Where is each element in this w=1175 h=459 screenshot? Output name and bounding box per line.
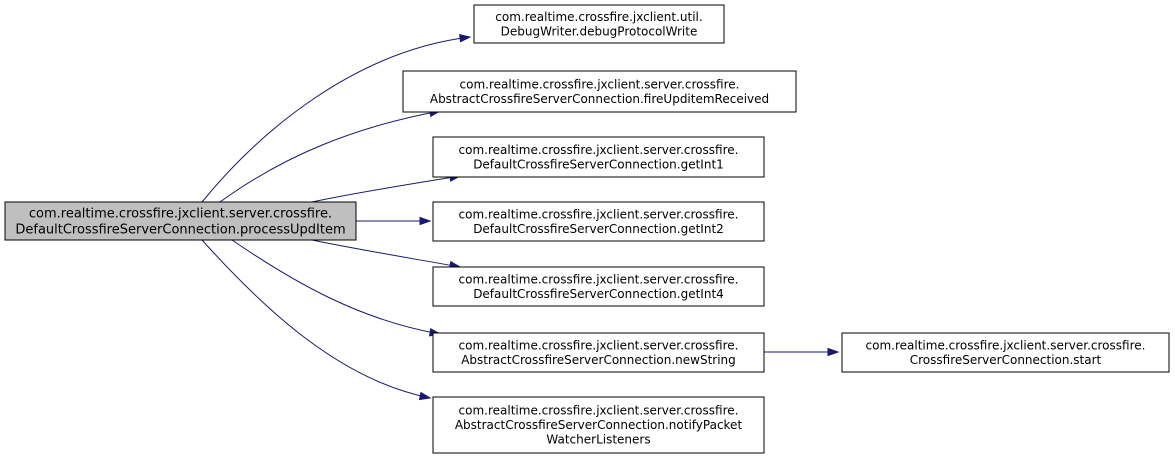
node-label-line: com.realtime.crossfire.jxclient.server.c… [29,206,332,221]
edge-line [311,175,461,203]
node-start[interactable]: com.realtime.crossfire.jxclient.server.c… [841,332,1170,373]
node-label-line: AbstractCrossfireServerConnection.fireUp… [430,92,769,106]
node-label-line: DefaultCrossfireServerConnection.process… [15,222,345,237]
node-box [473,4,725,44]
arrowhead-icon [459,33,472,43]
arrowhead-icon [419,216,432,226]
edge-line [311,239,461,268]
node-box [402,70,797,113]
node-box [432,396,765,454]
node-label-line: com.realtime.crossfire.jxclient.server.c… [459,143,739,157]
node-label-line: DebugWriter.debugProtocolWrite [501,24,698,38]
node-box [4,201,357,241]
edge-process-upd-item-to-fire-upditem-received [219,108,442,203]
node-label-line: CrossfireServerConnection.start [910,353,1102,367]
node-box [432,266,765,307]
node-get-int2[interactable]: com.realtime.crossfire.jxclient.server.c… [432,201,765,242]
node-box [432,332,765,373]
edge-process-upd-item-to-notify-packet-watcher-listeners [201,239,432,401]
node-label-line: com.realtime.crossfire.jxclient.server.c… [459,404,739,418]
edge-process-upd-item-to-get-int1 [311,173,462,203]
node-label-line: WatcherListeners [546,433,650,447]
node-label-line: com.realtime.crossfire.jxclient.server.c… [459,272,739,286]
node-get-int1[interactable]: com.realtime.crossfire.jxclient.server.c… [432,136,765,178]
node-label-line: DefaultCrossfireServerConnection.getInt1 [473,157,724,171]
node-box [432,136,765,178]
node-debug-protocol-write[interactable]: com.realtime.crossfire.jxclient.util.Deb… [473,4,725,44]
node-label-line: com.realtime.crossfire.jxclient.server.c… [866,338,1146,352]
node-label-line: DefaultCrossfireServerConnection.getInt4 [473,287,724,301]
node-box [432,201,765,242]
node-box [841,332,1170,373]
edge-process-upd-item-to-get-int2 [356,216,432,226]
node-notify-packet-watcher-listeners[interactable]: com.realtime.crossfire.jxclient.server.c… [432,396,765,454]
node-label-line: com.realtime.crossfire.jxclient.util. [495,10,702,24]
node-label-line: DefaultCrossfireServerConnection.getInt2 [473,222,724,236]
node-label-line: AbstractCrossfireServerConnection.newStr… [461,353,736,367]
edge-new-string-to-start [764,347,840,357]
edge-line [201,36,471,203]
call-edges [201,33,840,401]
node-fire-upditem-received[interactable]: com.realtime.crossfire.jxclient.server.c… [402,70,797,113]
node-label-line: AbstractCrossfireServerConnection.notify… [455,418,743,432]
arrowhead-icon [418,391,432,401]
edge-process-upd-item-to-new-string [231,239,442,337]
edge-process-upd-item-to-get-int4 [311,239,462,270]
node-label-line: com.realtime.crossfire.jxclient.server.c… [459,338,739,352]
edge-line [201,239,431,399]
arrowhead-icon [827,347,840,357]
node-label-line: com.realtime.crossfire.jxclient.server.c… [460,77,740,91]
node-new-string[interactable]: com.realtime.crossfire.jxclient.server.c… [432,332,765,373]
edge-line [219,110,441,203]
call-nodes: com.realtime.crossfire.jxclient.server.c… [4,4,1170,454]
node-process-upd-item: com.realtime.crossfire.jxclient.server.c… [4,201,357,241]
node-label-line: com.realtime.crossfire.jxclient.server.c… [459,207,739,221]
edge-process-upd-item-to-debug-protocol-write [201,33,472,203]
edge-line [231,239,441,335]
node-get-int4[interactable]: com.realtime.crossfire.jxclient.server.c… [432,266,765,307]
